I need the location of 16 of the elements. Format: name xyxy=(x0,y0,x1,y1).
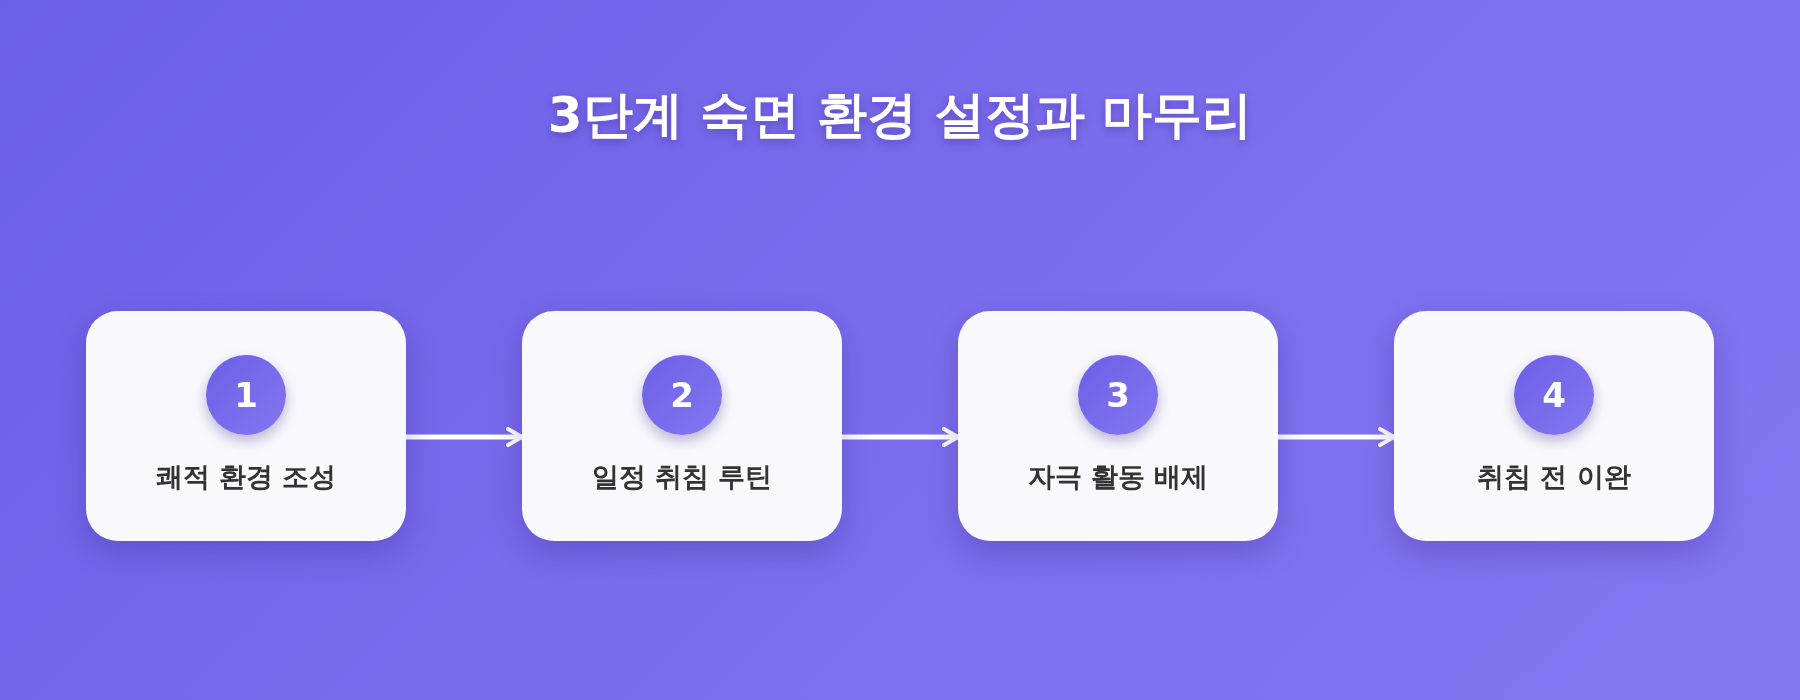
step-label: 일정 취침 루틴 xyxy=(590,460,774,494)
diagram-title: 3단계 숙면 환경 설정과 마무리 xyxy=(546,85,1254,146)
step-number-badge: 3 xyxy=(1078,355,1158,435)
step-label: 자극 활동 배제 xyxy=(1026,460,1210,494)
step-card xyxy=(86,311,406,541)
step-number-badge: 1 xyxy=(206,355,286,435)
step-label: 쾌적 환경 조성 xyxy=(154,460,338,494)
step-number-badge: 2 xyxy=(642,355,722,435)
step-number-badge: 4 xyxy=(1514,355,1594,435)
step-card xyxy=(958,311,1278,541)
step-card xyxy=(1394,311,1714,541)
step-label: 취침 전 이완 xyxy=(1476,460,1632,494)
arrow xyxy=(406,427,524,447)
arrow xyxy=(842,427,960,447)
step-card xyxy=(522,311,842,541)
arrow xyxy=(1278,427,1396,447)
